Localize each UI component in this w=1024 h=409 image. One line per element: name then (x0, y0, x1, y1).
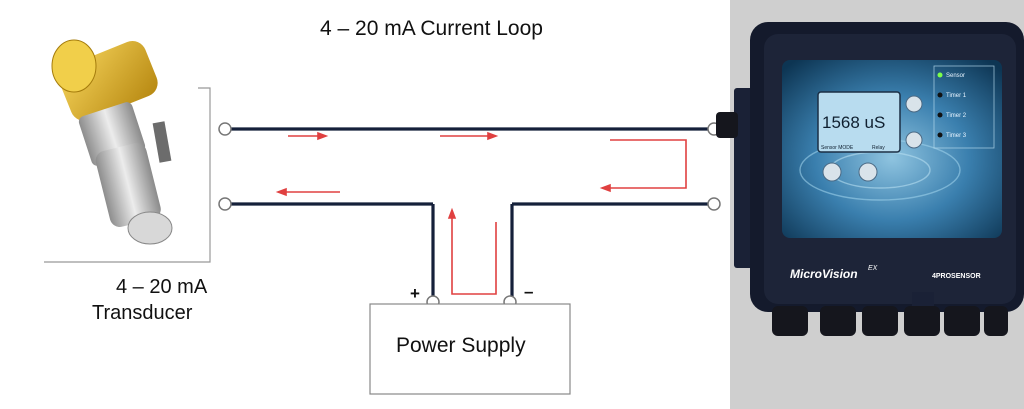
device-brand-sup: EX (868, 265, 878, 272)
device-brand: MicroVision (790, 267, 858, 281)
diagram-title: 4 – 20 mA Current Loop (320, 17, 543, 40)
device-screen (817, 91, 901, 153)
display-status-left: Sensor MODE (821, 145, 854, 151)
menu-item-timer-3: Timer 3 (946, 133, 967, 139)
device-maker: 4PROSENSOR (932, 273, 981, 280)
transducer-bracket (44, 87, 211, 263)
power-supply-box (369, 303, 571, 395)
current-arrows (275, 131, 687, 295)
power-supply-label: Power Supply (396, 334, 526, 357)
transducer-icon (51, 39, 173, 245)
transducer-label-line1: 4 – 20 mA (116, 276, 208, 298)
terminals (218, 122, 721, 309)
loop-wires (225, 127, 714, 298)
cable-glands (772, 306, 1008, 336)
menu-item-sensor: Sensor (946, 73, 965, 79)
transducer-label-line2: Transducer (92, 302, 193, 324)
positive-terminal-label: + (410, 284, 420, 303)
display-value: 1568 uS (822, 113, 885, 132)
display-status-right: Relay (872, 145, 885, 151)
microvision-device (716, 22, 1024, 336)
menu-item-timer-1: Timer 1 (946, 93, 967, 99)
negative-terminal-label: – (524, 282, 534, 301)
menu-item-timer-2: Timer 2 (946, 113, 967, 119)
